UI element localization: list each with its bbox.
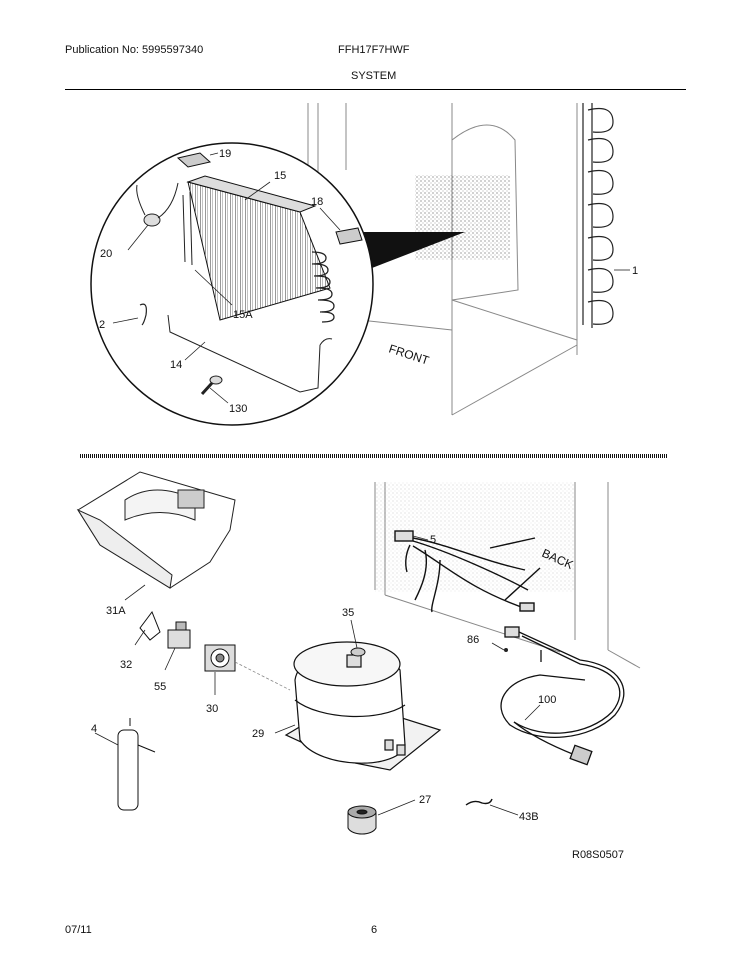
- dashed-guide: [234, 661, 291, 691]
- label-32: 32: [120, 659, 132, 671]
- freezer-cabinet-outline: [307, 103, 578, 416]
- label-4: 4: [91, 723, 97, 735]
- defrost-thermostat: [136, 182, 179, 227]
- part-32: [139, 610, 161, 641]
- label-55: 55: [154, 681, 166, 693]
- page-number: 6: [371, 924, 378, 936]
- label-31a: 31A: [106, 605, 126, 617]
- label-35: 35: [342, 607, 354, 619]
- label-5: 5: [430, 534, 436, 546]
- power-cord: [500, 626, 625, 766]
- evaporator-cavity-shading: [415, 175, 510, 260]
- wire-harness: [394, 530, 541, 613]
- label-43b: 43B: [519, 811, 539, 823]
- model-number: FFH17F7HWF: [338, 44, 410, 56]
- lower-leader-lines: [94, 535, 541, 816]
- label-15a: 15A: [233, 309, 253, 321]
- overload-30: [204, 644, 236, 672]
- label-130: 130: [229, 403, 247, 415]
- label-14: 14: [170, 359, 182, 371]
- mounting-grommet: [347, 805, 377, 835]
- header-rule: [65, 89, 686, 90]
- pad-19: [176, 152, 212, 168]
- pad-18: [335, 227, 363, 245]
- label-2: 2: [99, 319, 105, 331]
- drawing-code: R08S0507: [572, 849, 624, 861]
- filter-dryer: [117, 718, 156, 811]
- footer-date: 07/11: [65, 924, 92, 936]
- label-86: 86: [467, 634, 479, 646]
- label-18: 18: [311, 196, 323, 208]
- label-19: 19: [219, 148, 231, 160]
- label-27: 27: [419, 794, 431, 806]
- clip-2: [139, 303, 147, 326]
- section-title: SYSTEM: [351, 70, 397, 82]
- screw-86: [504, 648, 508, 652]
- magnifier-pointer: [362, 232, 465, 268]
- front-label: FRONT: [387, 342, 431, 368]
- label-1: 1: [632, 265, 638, 277]
- defrost-heater-tubing: [167, 191, 333, 393]
- drain-pan: [76, 471, 236, 589]
- relay-55: [167, 621, 191, 649]
- compressor: [284, 641, 442, 771]
- screw-130: [200, 375, 223, 396]
- label-29: 29: [252, 728, 264, 740]
- label-15: 15: [274, 170, 286, 182]
- publication-number: Publication No: 5995597340: [65, 44, 204, 56]
- label-30: 30: [206, 703, 218, 715]
- evaporator: [186, 175, 335, 323]
- label-100: 100: [538, 694, 556, 706]
- label-20: 20: [100, 248, 112, 260]
- upper-leader-lines: [112, 152, 341, 404]
- grommet-35: [350, 647, 366, 657]
- clip-43b: [465, 798, 493, 806]
- condenser-coil: [582, 103, 614, 328]
